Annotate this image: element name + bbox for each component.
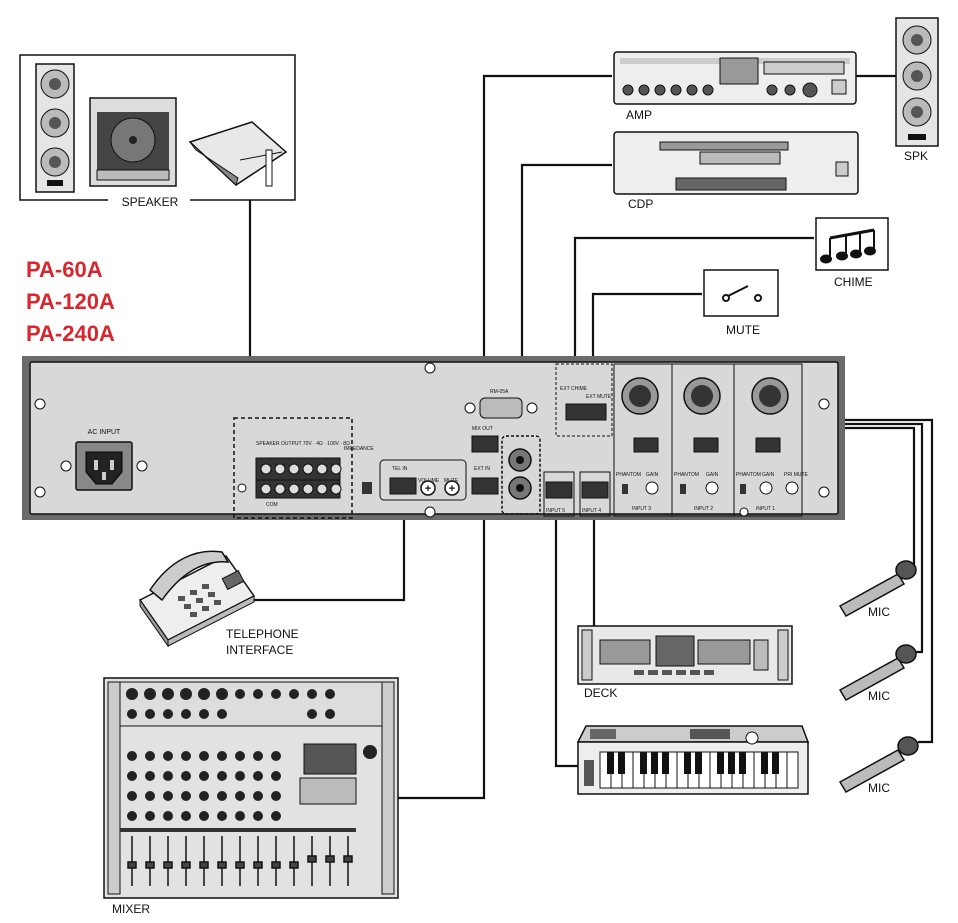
chime-label: CHIME bbox=[834, 275, 873, 289]
tel-in-label: TEL IN bbox=[392, 466, 408, 472]
input-5-box bbox=[543, 471, 575, 517]
input-1-label: INPUT 1 bbox=[756, 506, 775, 512]
channel-input-2: PHANTOM GAIN INPUT 2 bbox=[671, 363, 735, 517]
channel-input-3: PHANTOM GAIN INPUT 3 bbox=[613, 363, 673, 517]
speaker-output-label: SPEAKER OUTPUT 70V · 4Ω · 100V · 8Ω bbox=[256, 441, 350, 447]
com-label: COM bbox=[266, 502, 278, 508]
ext-box bbox=[555, 363, 613, 437]
phantom-label: PHANTOM bbox=[736, 472, 761, 478]
mixer-faders bbox=[127, 836, 353, 886]
mic-label: MIC bbox=[868, 689, 890, 703]
input-5-terminal bbox=[545, 481, 573, 499]
mix-out-terminal bbox=[471, 435, 499, 453]
wire-chime bbox=[573, 236, 814, 378]
mute-label: MUTE bbox=[726, 323, 760, 337]
mic-icon: MIC bbox=[838, 560, 917, 619]
gain-label: GAIN bbox=[706, 472, 719, 478]
amp-label: AMP bbox=[626, 108, 652, 122]
mixer-knobs bbox=[126, 688, 377, 821]
mic-icon: MIC bbox=[838, 736, 919, 795]
wire-cdp bbox=[520, 163, 612, 440]
horn-speaker-icon bbox=[188, 121, 288, 187]
rm-05a-label: RM-05A bbox=[490, 389, 509, 395]
pri-mute-label: PRI MUTE bbox=[784, 472, 809, 478]
wire-mixer bbox=[398, 492, 486, 800]
ceiling-speaker-icon bbox=[89, 97, 177, 187]
main-unit-panel: AC INPUT SPEAKER OUTPUT 70V · 4Ω · 100V … bbox=[22, 356, 845, 520]
music-notes-icon bbox=[820, 228, 876, 264]
input-4-box bbox=[579, 471, 611, 517]
speaker-output-box bbox=[233, 417, 353, 519]
ac-input-label: AC INPUT bbox=[88, 429, 121, 436]
speaker-terminals: COM bbox=[255, 457, 342, 508]
mic-icon: MIC bbox=[838, 644, 917, 703]
panel-screws bbox=[34, 362, 830, 518]
mix-out-label: MIX OUT bbox=[472, 426, 493, 432]
model-name: PA-120A bbox=[26, 289, 115, 314]
model-names: PA-60A PA-120A PA-240A bbox=[26, 257, 115, 346]
input-2-label: INPUT 2 bbox=[694, 506, 713, 512]
input-3-label: INPUT 3 bbox=[632, 506, 651, 512]
tel-in-terminal bbox=[389, 477, 417, 495]
amp-device: AMP bbox=[613, 51, 857, 122]
telephone-device: TELEPHONE INTERFACE bbox=[138, 550, 299, 657]
input-5-label: INPUT 5 bbox=[546, 508, 565, 514]
microphones: MIC MIC MIC bbox=[838, 560, 919, 795]
gain-label: GAIN bbox=[762, 472, 775, 478]
mixer-device: MIXER bbox=[103, 677, 399, 916]
telephone-label: INTERFACE bbox=[226, 643, 293, 657]
mute-device: MUTE bbox=[703, 269, 779, 337]
svg-text:+: + bbox=[425, 483, 431, 495]
spk-device: SPK bbox=[895, 17, 939, 163]
ext-chime-label: EXT CHIME bbox=[560, 386, 588, 392]
volume-knob bbox=[420, 480, 436, 496]
piano-keys bbox=[599, 751, 799, 789]
wire-keyboard bbox=[554, 490, 578, 768]
speaker-group: SPEAKER bbox=[19, 54, 296, 209]
tel-mute-knob bbox=[444, 480, 460, 496]
wire-mute bbox=[591, 292, 702, 378]
ac-input: AC INPUT bbox=[60, 429, 148, 491]
phantom-label: PHANTOM bbox=[616, 472, 641, 478]
phantom-label: PHANTOM bbox=[674, 472, 699, 478]
ext-terminal bbox=[565, 403, 607, 421]
mic-label: MIC bbox=[868, 605, 890, 619]
deck-device: DECK bbox=[577, 625, 793, 700]
rca-jacks bbox=[508, 448, 532, 500]
keyboard-device bbox=[576, 725, 810, 795]
ext-in-terminal bbox=[471, 477, 499, 495]
input-4-terminal bbox=[581, 481, 609, 499]
gain-label: GAIN bbox=[646, 472, 659, 478]
mixer-label: MIXER bbox=[112, 902, 150, 916]
model-name: PA-60A bbox=[26, 257, 103, 282]
rm-05a-connector bbox=[464, 397, 538, 419]
channel-input-1: PHANTOM GAIN PRI MUTE INPUT 1 bbox=[733, 363, 809, 517]
mic-label: MIC bbox=[868, 781, 890, 795]
impedance-switch bbox=[362, 482, 372, 494]
svg-text:+: + bbox=[449, 483, 455, 495]
wire-amp bbox=[482, 74, 612, 432]
speaker-label: SPEAKER bbox=[122, 195, 179, 209]
cdp-label: CDP bbox=[628, 197, 653, 211]
column-speaker-icon bbox=[35, 63, 75, 193]
model-name: PA-240A bbox=[26, 321, 115, 346]
input-6-box bbox=[501, 435, 541, 515]
ext-in-label: EXT IN bbox=[474, 466, 490, 472]
spk-label: SPK bbox=[904, 149, 928, 163]
input-4-label: INPUT 4 bbox=[582, 508, 601, 514]
cdp-device: CDP bbox=[613, 131, 859, 211]
telephone-label: TELEPHONE bbox=[226, 627, 299, 641]
deck-label: DECK bbox=[584, 686, 617, 700]
tel-in-box bbox=[379, 459, 467, 501]
switch-icon bbox=[722, 285, 762, 302]
impedance-label: IMPEDANCE bbox=[344, 446, 374, 452]
ext-mute-label: EXT MUTE bbox=[586, 394, 612, 400]
chime-device: CHIME bbox=[815, 217, 889, 289]
wire-telephone bbox=[252, 492, 406, 602]
